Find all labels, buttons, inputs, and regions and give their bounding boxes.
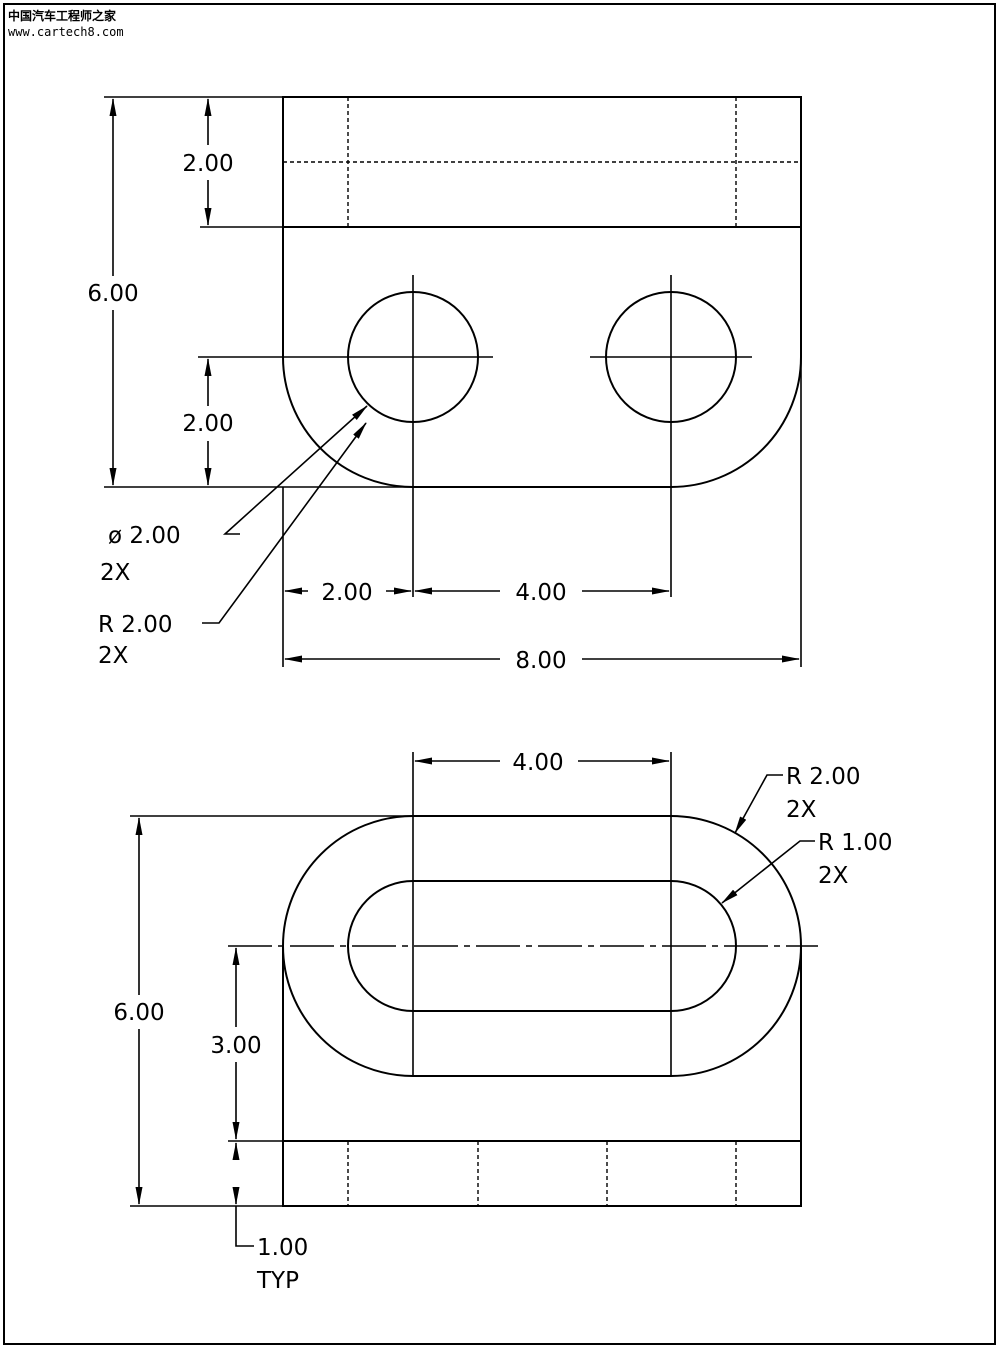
leader-outer-radius	[734, 774, 783, 834]
dim-top-height: 2.00	[182, 151, 233, 177]
outer-radius-note: R 2.00	[786, 764, 861, 790]
dim-total-height: 6.00	[87, 281, 138, 307]
base-block	[282, 1140, 802, 1207]
dim-hole-center-height: 2.00	[182, 411, 233, 437]
dim-left-to-hole: 2.00	[321, 580, 372, 606]
bottom-view: 4.00 R 2.00 2X R 1.00 2X 6.00 3.00 1.00 …	[113, 750, 892, 1294]
leader-base-thickness	[235, 1206, 254, 1247]
outer-radius-count: 2X	[786, 797, 817, 823]
dim-hole-spacing: 4.00	[515, 580, 566, 606]
dim-base-note: TYP	[256, 1268, 299, 1294]
leader-diameter	[222, 405, 368, 535]
dim-center-height: 3.00	[210, 1033, 261, 1059]
leader-inner-radius	[721, 840, 815, 904]
radius-count-note: 2X	[98, 643, 129, 669]
leader-radius	[202, 422, 367, 624]
radius-note: R 2.00	[98, 612, 173, 638]
watermark-title: 中国汽车工程师之家	[8, 9, 117, 23]
inner-radius-count: 2X	[818, 863, 849, 889]
watermark: 中国汽车工程师之家 www.cartech8.com	[8, 8, 124, 40]
dim-bottom-total-height: 6.00	[113, 1000, 164, 1026]
watermark-url: www.cartech8.com	[8, 25, 124, 39]
dim-base-thickness: 1.00	[257, 1235, 308, 1261]
hole-count-note: 2X	[100, 560, 131, 586]
hole-diameter-note: ø 2.00	[108, 523, 181, 549]
dim-center-spacing: 4.00	[512, 750, 563, 776]
top-view: 2.00 6.00 2.00 ø 2.00 2X R 2.00 2X 2.00 …	[87, 96, 802, 674]
inner-radius-note: R 1.00	[818, 830, 893, 856]
top-view-plate-outline	[282, 227, 802, 488]
dim-total-width: 8.00	[515, 648, 566, 674]
